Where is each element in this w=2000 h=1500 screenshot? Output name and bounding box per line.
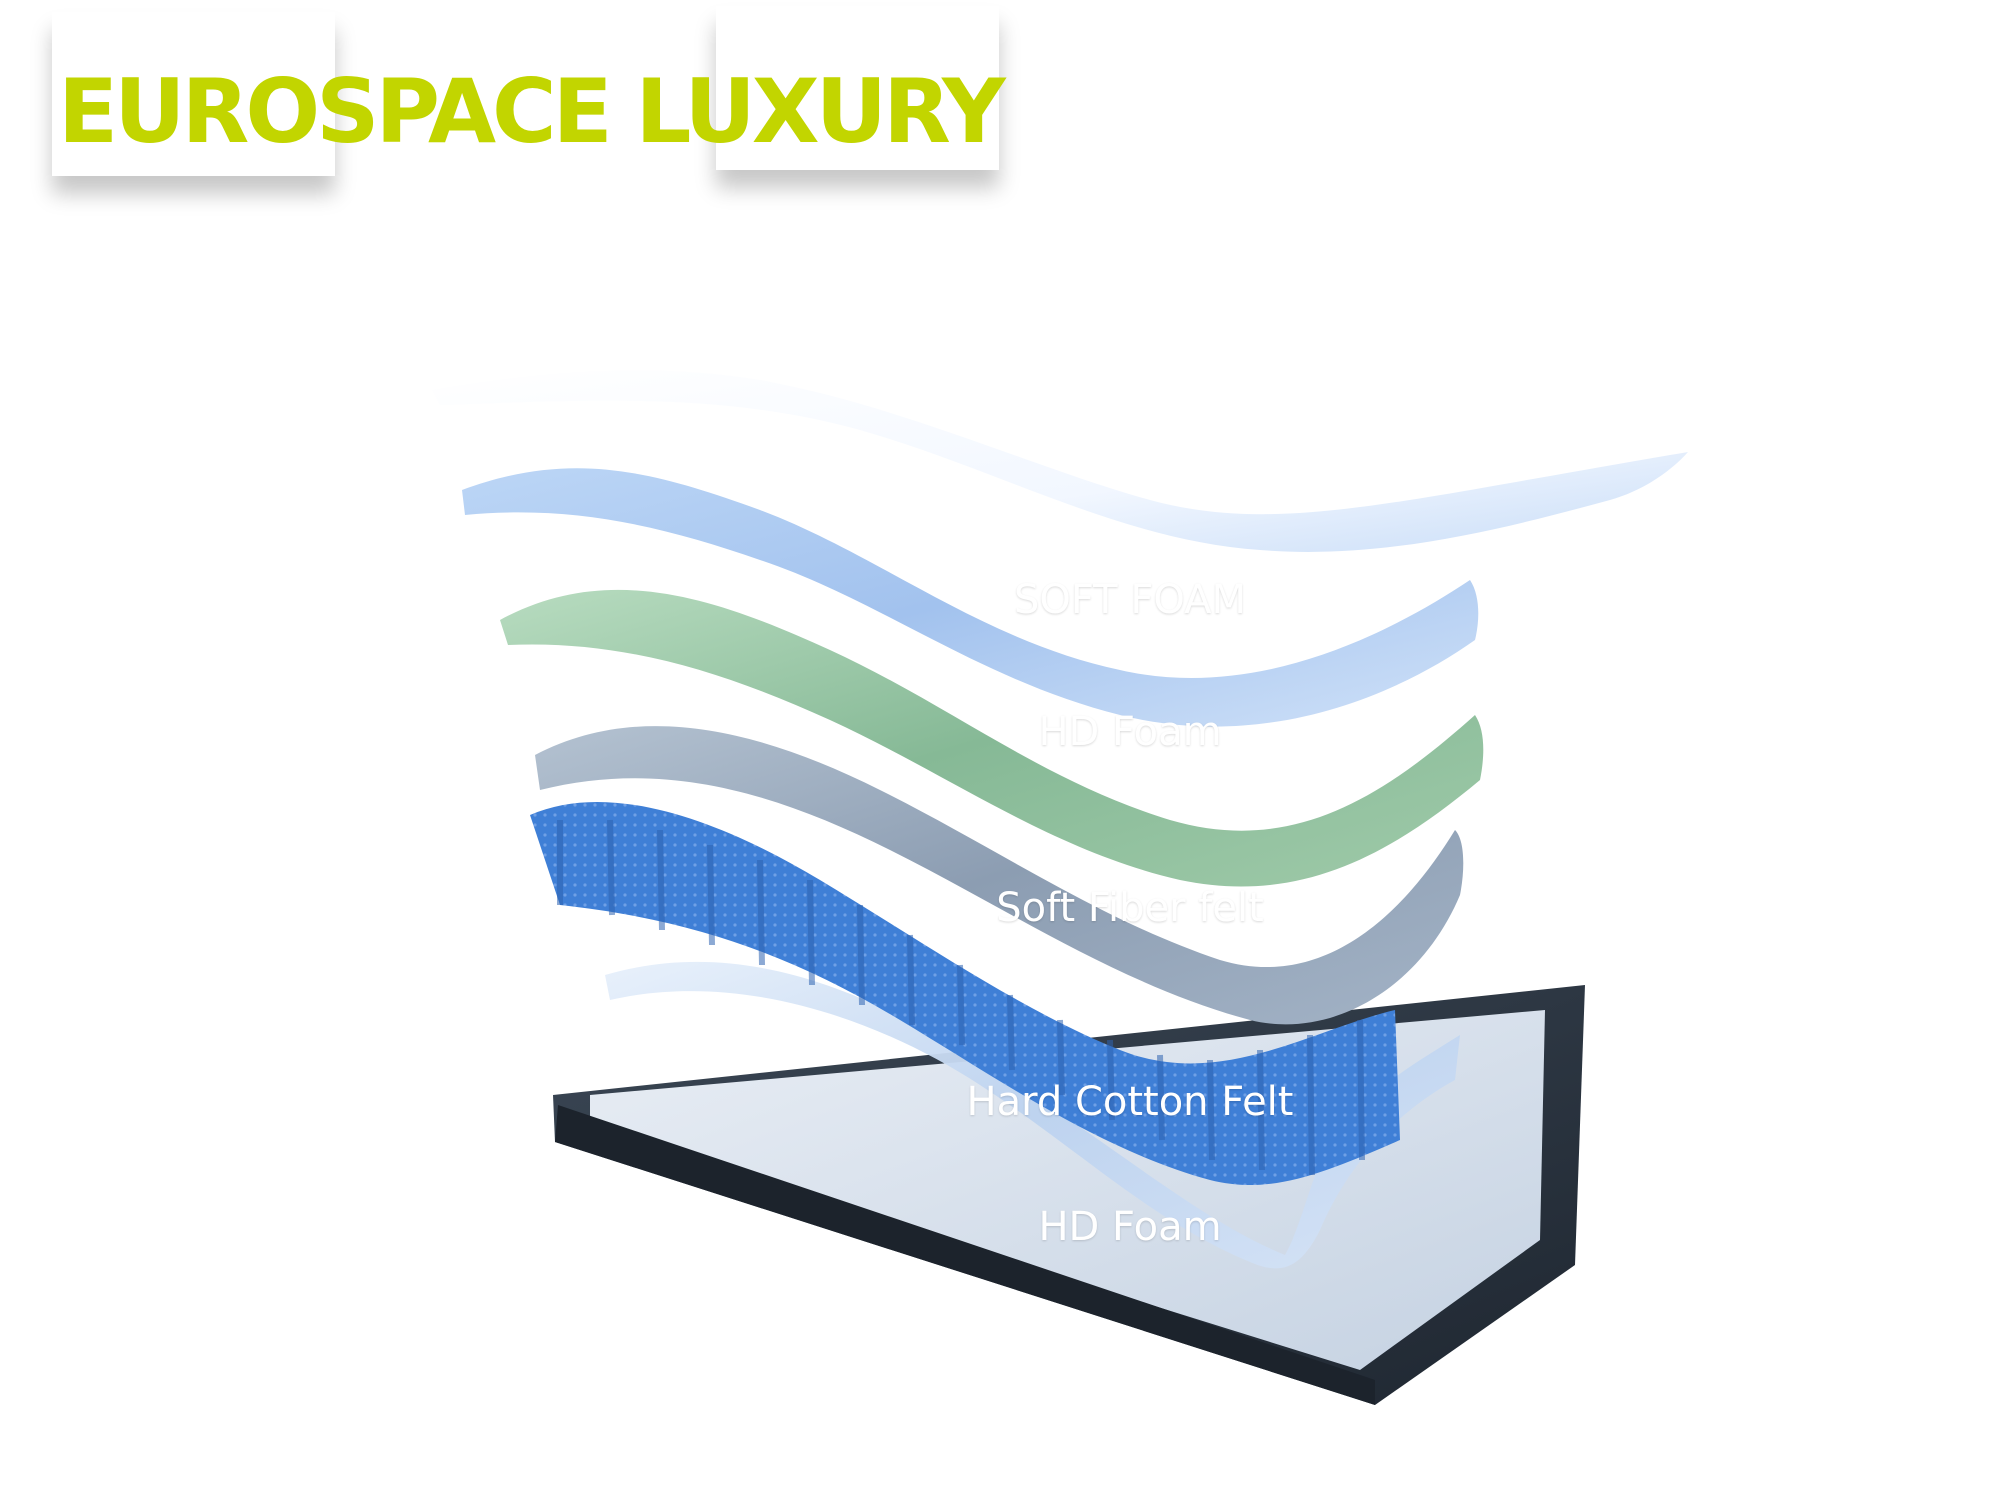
soft-foam-sheet	[462, 468, 1479, 727]
label-hd-foam-upper: HD Foam	[1038, 709, 1222, 755]
top-quilting-sheet	[432, 370, 1688, 552]
hd-foam-green-sheet	[500, 589, 1484, 887]
label-soft-foam: SOFT FOAM	[1014, 577, 1246, 623]
brand-card-right	[716, 6, 999, 170]
label-hd-foam-lower: HD Foam	[1038, 1204, 1222, 1250]
label-soft-fiber-felt: Soft Fiber felt	[996, 885, 1264, 931]
pocket-springs	[530, 801, 1400, 1186]
brand-card-left	[52, 12, 335, 176]
lower-hd-foam-sheet	[605, 961, 1460, 1269]
label-hard-cotton-felt: Hard Cotton Felt	[966, 1079, 1294, 1125]
soft-fiber-felt-sheet	[535, 726, 1464, 1025]
brand-title: EUROSPACE LUXURY	[58, 60, 1006, 163]
